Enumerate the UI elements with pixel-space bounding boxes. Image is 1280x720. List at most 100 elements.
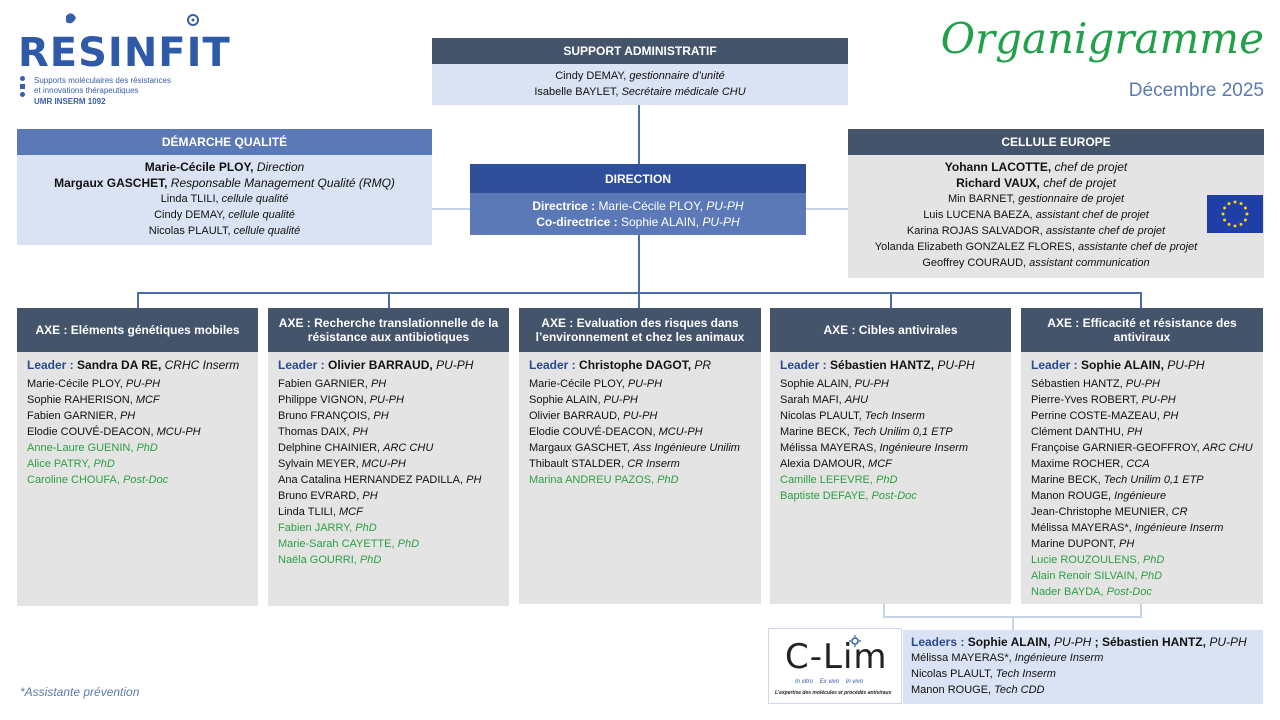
axe-member: Sophie ALAIN, PU-PH — [529, 394, 638, 406]
clim-logo: C-Lim In vitro Ex vivo In vivo L’experti… — [768, 628, 902, 704]
connector-axe3 — [638, 292, 640, 308]
connector-axe5 — [1140, 292, 1142, 308]
direction-body: Directrice : Marie-Cécile PLOY, PU-PH Co… — [470, 193, 806, 235]
axe-leader: Leader : Sophie ALAIN, PU-PH — [1031, 358, 1205, 372]
qualite-header: DÉMARCHE QUALITÉ — [17, 129, 432, 155]
direction-line: Co-directrice : Sophie ALAIN, PU-PH — [536, 215, 740, 229]
axe-member: Nicolas PLAULT, Tech Inserm — [780, 410, 925, 422]
axe-member: Sébastien HANTZ, PU-PH — [1031, 378, 1160, 390]
axe-body-5: Leader : Sophie ALAIN, PU-PH Sébastien H… — [1021, 352, 1263, 604]
axe-member: Thomas DAIX, PH — [278, 426, 368, 438]
logo-unit: UMR INSERM 1092 — [34, 97, 106, 106]
europe-header: CELLULE EUROPE — [848, 129, 1264, 155]
axe-member: Marine DUPONT, PH — [1031, 538, 1135, 550]
connector-direction-axes — [638, 234, 640, 292]
support-member: Isabelle BAYLET, Secrétaire médicale CHU — [534, 86, 746, 98]
axe-member: Bruno EVRARD, PH — [278, 490, 378, 502]
connector-direction-europe — [806, 208, 848, 210]
axe-member: Sylvain MEYER, MCU-PH — [278, 458, 406, 470]
europe-member: Luis LUCENA BAEZA, assistant chef de pro… — [923, 209, 1149, 221]
axe-member: Sophie ALAIN, PU-PH — [780, 378, 889, 390]
axe-member: Marine BECK, Tech Unilim 0,1 ETP — [780, 426, 953, 438]
logo-sidebar-icon — [20, 76, 26, 102]
axe-leader: Leader : Sandra DA RE, CRHC Inserm — [27, 358, 240, 372]
axe-header-2: AXE : Recherche translationnelle de la r… — [268, 308, 509, 352]
clim-logo-text: C-Lim — [785, 637, 888, 677]
axe-member: Marina ANDREU PAZOS, PhD — [529, 474, 679, 486]
axe-member: Marie-Sarah CAYETTE, PhD — [278, 538, 420, 550]
qualite-body: Marie-Cécile PLOY, Direction Margaux GAS… — [17, 155, 432, 245]
axe-body-3: Leader : Christophe DAGOT, PR Marie-Céci… — [519, 352, 761, 604]
axe-member: Maxime ROCHER, CCA — [1031, 458, 1150, 470]
axe-member: Mélissa MAYERAS, Ingénieure Inserm — [780, 442, 969, 454]
clim-logo-tags: In vitro Ex vivo In vivo — [795, 679, 864, 685]
axe-member: Naëla GOURRI, PhD — [278, 554, 382, 566]
europe-member: Geoffrey COURAUD, assistant communicatio… — [922, 257, 1150, 269]
connector-clim-down — [1012, 616, 1014, 630]
axe-header-5: AXE : Efficacité et résistance des antiv… — [1021, 308, 1263, 352]
axe-leader: Leader : Olivier BARRAUD, PU-PH — [278, 358, 474, 372]
axe-member: Lucie ROUZOULENS, PhD — [1031, 554, 1165, 566]
axe-member: Alice PATRY, PhD — [27, 458, 115, 470]
eu-flag-icon — [1207, 195, 1263, 233]
axe-member: Jean-Christophe MEUNIER, CR — [1031, 506, 1188, 518]
axe-body-2: Leader : Olivier BARRAUD, PU-PH Fabien G… — [268, 352, 509, 606]
axe-member: Fabien GARNIER, PH — [278, 378, 387, 390]
axe-leader: Leader : Sébastien HANTZ, PU-PH — [780, 358, 975, 372]
axe-member: Pierre-Yves ROBERT, PU-PH — [1031, 394, 1176, 406]
axe-member: Mélissa MAYERAS*, Ingénieure Inserm — [1031, 522, 1224, 534]
connector-clim-h — [883, 616, 1140, 618]
clim-virus-icon — [849, 635, 861, 647]
axe-leader: Leader : Christophe DAGOT, PR — [529, 358, 712, 372]
axe-header-3: AXE : Evaluation des risques dans l’envi… — [519, 308, 761, 352]
clim-member: Mélissa MAYERAS*, Ingénieure Inserm — [911, 652, 1104, 664]
qualite-member: Marie-Cécile PLOY, Direction — [144, 160, 305, 174]
clim-member: Nicolas PLAULT, Tech Inserm — [911, 668, 1056, 680]
logo-text: RESINFIT — [18, 30, 231, 76]
connector-qualite-direction — [432, 208, 472, 210]
logo-subtitle-1: Supports moléculaires des résistances — [34, 76, 171, 85]
europe-body: Yohann LACOTTE, chef de projet Richard V… — [848, 155, 1264, 278]
footnote: *Assistante prévention — [20, 685, 140, 699]
axe-member: Nader BAYDA, Post-Doc — [1031, 586, 1152, 598]
axe-member: Ana Catalina HERNANDEZ PADILLA, PH — [278, 474, 482, 486]
europe-member: Min BARNET, gestionnaire de projet — [947, 193, 1125, 205]
connector-axe1 — [137, 292, 139, 308]
clim-logo-caption: L’expertise des molécules et procédés an… — [775, 690, 892, 696]
axe-member: Elodie COUVÉ-DEACON, MCU-PH — [27, 426, 201, 438]
page-title: Organigramme — [940, 14, 1264, 63]
resinfit-logo: RESINFIT Supports moléculaires des résis… — [18, 10, 230, 110]
axe-member: Françoise GARNIER-GEOFFROY, ARC CHU — [1031, 442, 1253, 454]
axe-body-4: Leader : Sébastien HANTZ, PU-PH Sophie A… — [770, 352, 1011, 604]
support-body: Cindy DEMAY, gestionnaire d’unité Isabel… — [432, 64, 848, 105]
clim-leaders: Leaders : Sophie ALAIN, PU-PH ; Sébastie… — [911, 635, 1247, 649]
qualite-member: Cindy DEMAY, cellule qualité — [154, 209, 295, 221]
connector-axe2 — [388, 292, 390, 308]
axe-member: Fabien JARRY, PhD — [278, 522, 377, 534]
connector-support-direction — [638, 104, 640, 166]
axe-member: Fabien GARNIER, PH — [27, 410, 136, 422]
connector-clim-left — [883, 604, 885, 618]
support-member: Cindy DEMAY, gestionnaire d’unité — [555, 70, 725, 82]
axe-member: Alain Renoir SILVAIN, PhD — [1031, 570, 1163, 582]
axe-member: Perrine COSTE-MAZEAU, PH — [1031, 410, 1179, 422]
axe-member: Sophie RAHERISON, MCF — [27, 394, 160, 406]
support-header: SUPPORT ADMINISTRATIF — [432, 38, 848, 64]
axe-member: Baptiste DEFAYE, Post-Doc — [780, 490, 917, 502]
axe-member: Bruno FRANÇOIS, PH — [278, 410, 389, 422]
axe-member: Anne-Laure GUENIN, PhD — [27, 442, 158, 454]
qualite-member: Linda TLILI, cellule qualité — [160, 193, 289, 205]
qualite-member: Nicolas PLAULT, cellule qualité — [148, 225, 301, 237]
europe-member: Richard VAUX, chef de projet — [956, 176, 1116, 190]
axe-member: Olivier BARRAUD, PU-PH — [529, 410, 658, 422]
axe-member: Philippe VIGNON, PU-PH — [278, 394, 404, 406]
axe-member: Camille LEFEVRE, PhD — [780, 474, 898, 486]
europe-member: Karina ROJAS SALVADOR, assistante chef d… — [906, 225, 1166, 237]
axe-member: Manon ROUGE, Ingénieure — [1031, 490, 1167, 502]
clim-body: Leaders : Sophie ALAIN, PU-PH ; Sébastie… — [903, 630, 1263, 704]
axe-member: Marie-Cécile PLOY, PU-PH — [529, 378, 663, 390]
axe-member: Elodie COUVÉ-DEACON, MCU-PH — [529, 426, 703, 438]
axe-member: Clément DANTHU, PH — [1031, 426, 1143, 438]
europe-member: Yolanda Elizabeth GONZALEZ FLORES, assis… — [874, 241, 1198, 253]
axe-member: Delphine CHAINIER, ARC CHU — [278, 442, 434, 454]
